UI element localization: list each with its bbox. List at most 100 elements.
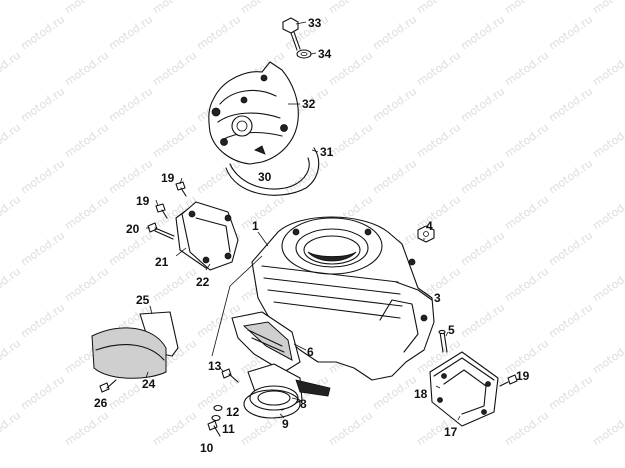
callout-17: 17 (444, 425, 458, 439)
watermark-text: motod.ru (370, 85, 419, 125)
watermark-text: motod.ru (150, 265, 199, 305)
part-26-screw (99, 379, 117, 393)
watermark-text: motod.ru (458, 301, 507, 341)
callout-4: 4 (426, 219, 433, 233)
watermark-text: motod.ru (194, 13, 243, 53)
watermark-text: motod.ru (150, 0, 199, 16)
watermark-text: motod.ru (18, 13, 67, 53)
watermark-text: motod.ru (326, 121, 375, 161)
watermark-text: motod.ru (18, 229, 67, 269)
part-22-valve-cover (181, 201, 239, 271)
callout-13: 13 (208, 359, 222, 373)
watermark-text: motod.ru (502, 409, 551, 449)
callout-24: 24 (142, 377, 156, 391)
watermark-text: motod.ru (590, 337, 625, 377)
part-30-o-ring (229, 157, 310, 190)
watermark-text: motod.ru (106, 85, 155, 125)
callout-26: 26 (94, 396, 108, 410)
watermark-text: motod.ru (0, 337, 23, 377)
watermark-text: motod.ru (590, 193, 625, 233)
callout-19-middle: 19 (136, 194, 150, 208)
watermark-text: motod.ru (546, 373, 595, 413)
callout-11: 11 (222, 422, 235, 436)
watermark-text: motod.ru (62, 265, 111, 305)
watermark-text: motod.ru (590, 121, 625, 161)
part-1-cylinder (251, 216, 435, 381)
watermark-text: motod.ru (590, 265, 625, 305)
watermark-text: motod.ru (238, 409, 287, 449)
part-12-washer (213, 404, 223, 412)
watermark-text: motod.ru (458, 229, 507, 269)
watermark-text: motod.ru (546, 229, 595, 269)
part-31-o-ring (225, 147, 320, 196)
watermark-text: motod.ru (238, 0, 287, 16)
callout-10: 10 (200, 441, 214, 455)
part-33-bolt (282, 17, 301, 51)
part-6-intake-flange (231, 311, 301, 373)
callout-22: 22 (196, 275, 210, 289)
part-13-bolt (221, 368, 239, 383)
watermark-text: motod.ru (370, 13, 419, 53)
watermark-text: motod.ru (458, 13, 507, 53)
callout-33: 33 (308, 16, 322, 30)
watermark-text: motod.ru (0, 0, 23, 16)
callout-19-right: 19 (516, 369, 530, 383)
part-20-screw (147, 222, 175, 240)
watermark-text: motod.ru (18, 301, 67, 341)
watermark-text: motod.ru (150, 121, 199, 161)
part-11-washer (211, 414, 221, 422)
part-32-cylinder-head (208, 61, 299, 165)
part-9-clamp (243, 389, 301, 419)
watermark-text: motod.ru (546, 301, 595, 341)
callout-34: 34 (318, 47, 332, 61)
watermark-text: motod.ru (62, 0, 111, 16)
part-19-bolt-right (499, 374, 518, 387)
watermark-text: motod.ru (414, 49, 463, 89)
part-3-cylinder-base (395, 281, 433, 301)
watermark-text: motod.ru (62, 193, 111, 233)
callout-3: 3 (434, 291, 441, 305)
watermark-text: motod.ru (414, 193, 463, 233)
leader-lines (145, 21, 461, 421)
watermark-text: motod.ru (370, 157, 419, 197)
watermark-text: motod.ru (0, 49, 23, 89)
watermark-text: motod.ru (62, 409, 111, 449)
watermark-text: motod.ru (0, 409, 23, 449)
callout-18: 18 (414, 387, 428, 401)
watermark-text: motod.ru (326, 0, 375, 16)
watermark-text: motod.ru (106, 13, 155, 53)
callout-1: 1 (252, 219, 259, 233)
watermark-text: motod.ru (502, 265, 551, 305)
part-10-bolt (207, 420, 221, 437)
callout-25: 25 (136, 293, 150, 307)
callout-labels: 33 34 32 31 30 19 19 20 21 22 1 4 3 5 6 … (94, 16, 530, 455)
watermark-text: motod.ru (502, 193, 551, 233)
watermark-text: motod.ru (0, 193, 23, 233)
callout-8: 8 (300, 397, 307, 411)
watermark-text: motod.ru (150, 49, 199, 89)
watermark-text: motod.ru (18, 157, 67, 197)
watermark-text: motod.ru (590, 0, 625, 16)
watermark-text: motod.ru (502, 49, 551, 89)
watermark-text: motod.ru (458, 85, 507, 125)
callout-21: 21 (155, 255, 169, 269)
watermark-text: motod.ru (590, 49, 625, 89)
watermark-text: motod.ru (502, 121, 551, 161)
watermark-text: motod.ru (0, 265, 23, 305)
callout-30: 30 (258, 170, 272, 184)
watermark-text: motod.ru (0, 121, 23, 161)
watermark-text: motod.ru (414, 0, 463, 16)
callout-6: 6 (307, 345, 314, 359)
watermark-text: motod.ru (326, 49, 375, 89)
callout-9: 9 (282, 417, 289, 431)
watermark-text: motod.ru (150, 409, 199, 449)
watermark-text: motod.ru (414, 121, 463, 161)
watermark-text: motod.ru (238, 193, 287, 233)
callout-32: 32 (302, 97, 316, 111)
part-34-washer (296, 49, 312, 59)
watermark-text: motod.ru (326, 409, 375, 449)
watermark-text: motod.ru (590, 409, 625, 449)
part-19-bolt-top (175, 181, 187, 197)
